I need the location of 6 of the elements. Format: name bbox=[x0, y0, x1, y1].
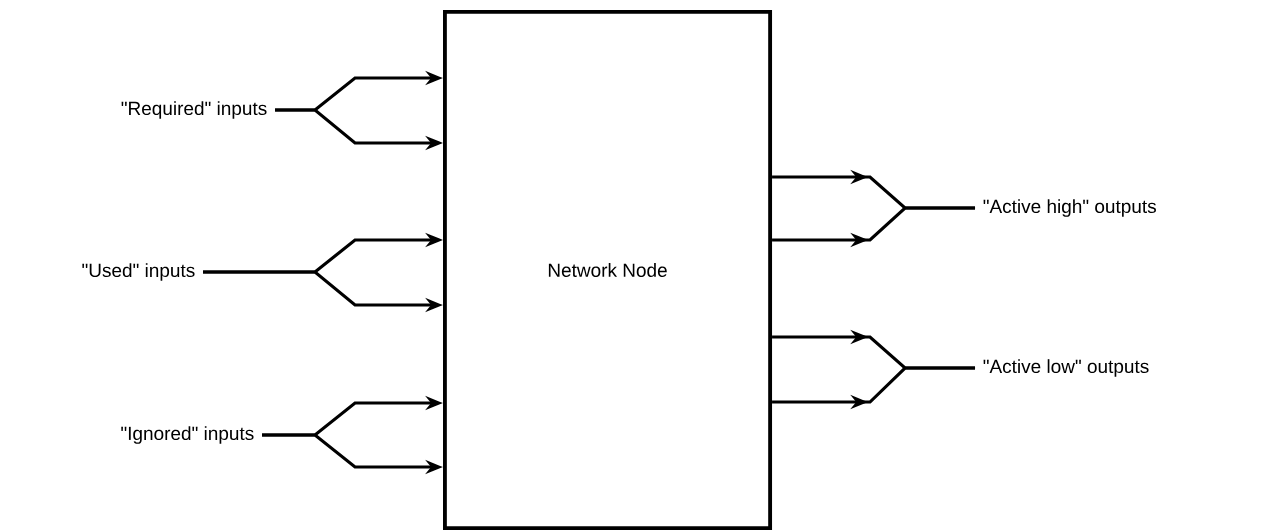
group-label: "Used" inputs bbox=[82, 263, 195, 281]
group-label: "Ignored" inputs bbox=[121, 426, 254, 444]
group-label: "Active low" outputs bbox=[983, 359, 1149, 377]
group-label: "Active high" outputs bbox=[983, 199, 1156, 217]
network-node-box: Network Node bbox=[443, 9, 773, 530]
group-label: "Required" inputs bbox=[121, 101, 267, 119]
